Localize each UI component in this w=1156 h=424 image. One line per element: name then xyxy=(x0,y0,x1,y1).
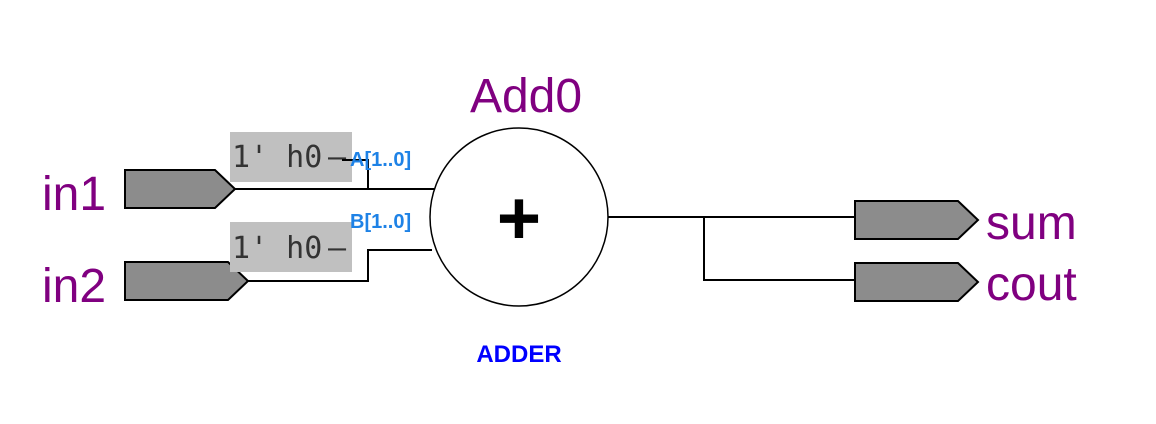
constant-box-bg xyxy=(230,222,352,272)
output-wires xyxy=(608,216,855,281)
pin-label-b: B[1..0] xyxy=(350,211,411,233)
pin-label-a: A[1..0] xyxy=(350,149,411,171)
constant-dash: – xyxy=(328,231,347,266)
constant-value: 1' h0 xyxy=(232,140,322,175)
input-port-in1[interactable]: in1 xyxy=(42,168,237,221)
input-wires xyxy=(235,159,435,282)
wire-b-in xyxy=(248,249,432,282)
output-port-label: sum xyxy=(986,197,1077,250)
output-port-shape xyxy=(854,200,980,240)
constant-dash: – xyxy=(328,140,347,175)
wire-cout xyxy=(703,217,855,281)
input-port-shape xyxy=(124,169,237,209)
input-port-in2[interactable]: in2 xyxy=(42,260,250,313)
output-port-label: cout xyxy=(986,258,1077,311)
plus-icon: + xyxy=(497,176,541,261)
constant-box-2[interactable]: 1' h0 – xyxy=(230,222,352,272)
wire-a-const xyxy=(342,159,369,189)
adder-block[interactable]: + xyxy=(429,127,609,307)
input-port-shape xyxy=(124,261,250,301)
output-port-sum[interactable]: sum xyxy=(854,197,1077,250)
constant-box-bg xyxy=(230,132,352,182)
constant-value: 1' h0 xyxy=(232,231,322,266)
instance-type: ADDER xyxy=(476,341,561,368)
input-port-label: in1 xyxy=(42,168,106,221)
constant-box-1[interactable]: 1' h0 – xyxy=(230,132,352,182)
instance-name: Add0 xyxy=(470,70,582,123)
output-port-cout[interactable]: cout xyxy=(854,258,1077,311)
input-port-label: in2 xyxy=(42,260,106,313)
output-port-shape xyxy=(854,262,980,302)
